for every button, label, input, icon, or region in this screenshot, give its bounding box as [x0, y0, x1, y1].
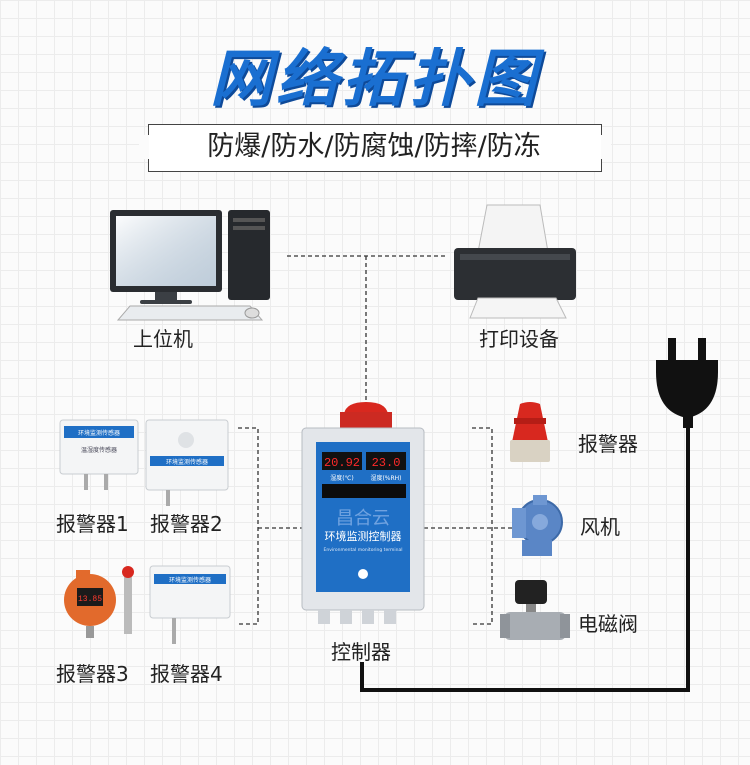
controller-device [301, 402, 425, 624]
label-sensor-2: 报警器2 [150, 512, 223, 536]
label-computer: 上位机 [133, 327, 193, 351]
sensor-1-device [59, 419, 139, 490]
power-cable [360, 425, 690, 692]
label-sensor-1: 报警器1 [56, 512, 129, 536]
controller-reading-left: 20.92 [324, 456, 360, 470]
controller-name: 环境监测控制器 [325, 529, 402, 543]
sensor-2-device [145, 419, 229, 506]
label-fan: 风机 [580, 515, 620, 539]
controller-name-en: Environmental monitoring terminal [324, 547, 403, 553]
detector-reading: 13.85 [78, 595, 102, 604]
computer-icon [110, 210, 270, 321]
power-plug-icon [656, 338, 718, 428]
sensor-3-device [64, 566, 134, 638]
page-subtitle: 防爆/防水/防腐蚀/防摔/防冻 [207, 131, 541, 162]
controller-brand: 昌合云 [336, 508, 390, 529]
sensor-4-device [149, 565, 231, 644]
sensor-1-panel-sub: 温湿度传感器 [81, 446, 117, 454]
solenoid-valve-icon [500, 580, 570, 640]
line-right-outputs [424, 427, 512, 625]
label-sensor-3: 报警器3 [56, 662, 129, 686]
controller-unit-right: 湿度(%RH) [370, 474, 401, 482]
connection-lines [238, 255, 512, 625]
subtitle-frame [139, 124, 611, 172]
line-left-sensors [238, 427, 302, 625]
label-controller: 控制器 [331, 640, 391, 664]
controller-unit-left: 湿度(℃) [330, 474, 353, 482]
label-printer: 打印设备 [479, 327, 559, 351]
page-title: 网络拓扑图 [209, 42, 540, 115]
sensor-4-panel-name: 环境监测传感器 [169, 576, 211, 584]
fan-blower-icon [512, 495, 563, 556]
sensor-1-panel-name: 环境监测传感器 [78, 429, 120, 437]
label-alarm: 报警器 [578, 432, 638, 456]
label-valve: 电磁阀 [578, 612, 638, 636]
alarm-beacon-icon [510, 402, 550, 462]
printer-icon [454, 204, 576, 319]
controller-reading-right: 23.0 [372, 456, 401, 470]
sensor-2-panel-name: 环境监测传感器 [166, 458, 208, 466]
label-sensor-4: 报警器4 [150, 662, 223, 686]
